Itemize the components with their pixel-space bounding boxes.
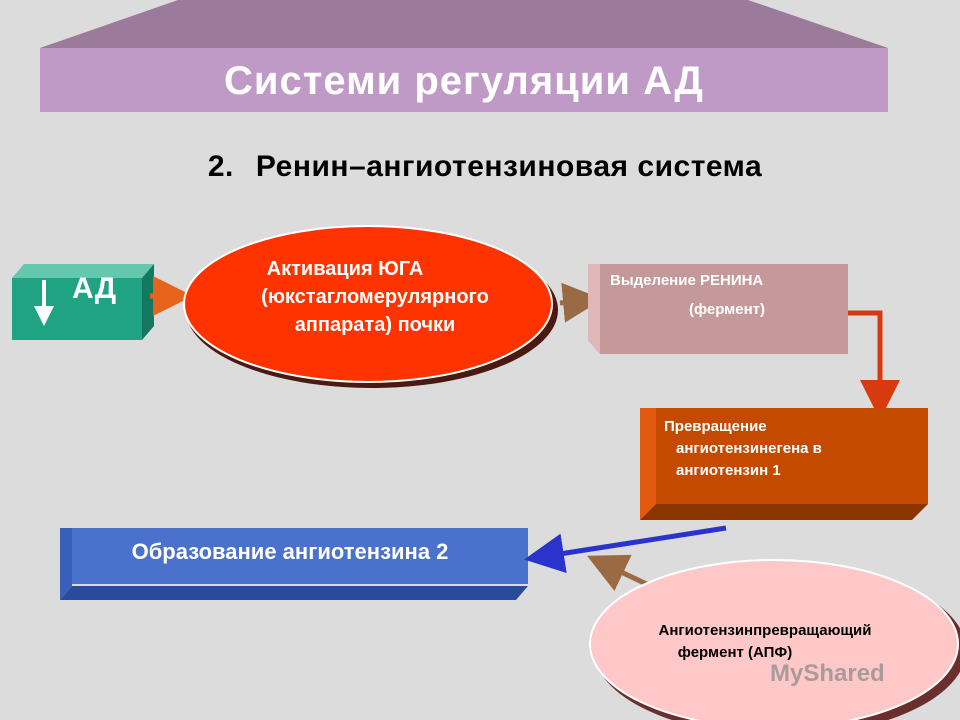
angiotensin2-label: Образование ангиотензина 2: [131, 539, 449, 564]
yuga-line-1: Активация ЮГА: [266, 258, 424, 280]
down-arrow-icon: [34, 280, 54, 326]
arrow-conversion-to-angiotensin2: [524, 525, 727, 574]
renin-text: Выделение РЕНИНА (фермент): [600, 272, 840, 318]
renin-line-2: (фермент): [688, 301, 766, 318]
ace-text: Ангиотензинпревращающий фермент (АПФ): [600, 620, 930, 664]
ace-line-2: фермент (АПФ): [677, 644, 793, 661]
renin-box: [588, 264, 848, 354]
conversion-line-1: Превращение: [664, 418, 767, 435]
yuga-ellipse: [183, 225, 558, 388]
conversion-box: [640, 408, 928, 520]
subtitle-number: 2.: [207, 150, 234, 183]
arrow-yuga-to-renin: [559, 282, 603, 323]
yuga-line-3: аппарата) почки: [294, 314, 456, 336]
subtitle-text: Ренин–ангиотензиновая система: [255, 150, 763, 183]
angiotensin2-box: [60, 528, 528, 600]
slide-title: Системи регуляции АД: [224, 58, 704, 103]
title-banner: [40, 0, 888, 112]
yuga-line-2: (юкстагломерулярного: [261, 286, 489, 308]
renin-line-1: Выделение РЕНИНА: [610, 272, 764, 289]
ad-box: [12, 264, 154, 340]
slide-subtitle: 2. Ренин–ангиотензиновая система: [0, 150, 960, 184]
conversion-text: Превращение ангиотензинегена в ангиотенз…: [664, 416, 926, 482]
ad-label: АД: [72, 272, 117, 305]
conversion-line-2: ангиотензинегена в: [676, 440, 822, 457]
ace-ellipse: [589, 559, 960, 720]
arrow-renin-to-conversion: [848, 310, 900, 420]
yuga-text: Активация ЮГА (юкстагломерулярного аппар…: [200, 255, 550, 339]
watermark: MyShared: [770, 660, 885, 687]
ace-line-1: Ангиотензинпревращающий: [658, 622, 872, 639]
conversion-line-3: ангиотензин 1: [676, 462, 781, 479]
